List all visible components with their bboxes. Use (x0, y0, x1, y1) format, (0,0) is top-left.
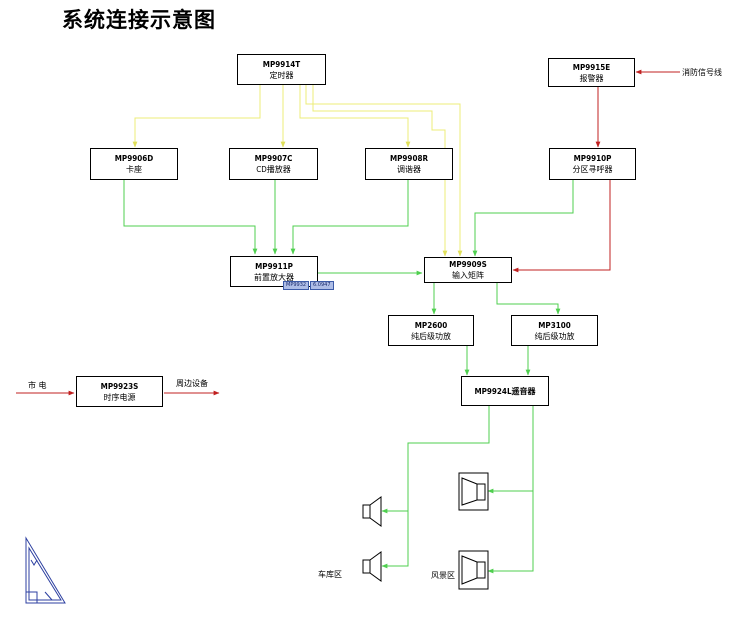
zone-pager-box: MP9910P 分区寻呼器 (549, 148, 636, 180)
input-matrix-box: MP9909S 输入矩阵 (424, 257, 512, 283)
card-deck-model: MP9906D (114, 154, 154, 163)
amp-mp3100-box: MP3100 纯后级功放 (511, 315, 598, 346)
mains-label: 市 电 (28, 381, 47, 390)
switcher-box: MP9924L遥音器 (461, 376, 549, 406)
diagram-title: 系统连接示意图 (62, 8, 216, 32)
card-deck-name: 卡座 (126, 165, 142, 174)
preamp-tag-right: 6.0947 (310, 281, 334, 290)
triangle-ucs-icon (25, 536, 66, 604)
garage-zone-label: 车库区 (318, 570, 342, 579)
sequencer-power-box: MP9923S 时序电源 (76, 376, 163, 407)
amp-mp3100-name: 纯后级功放 (534, 331, 575, 341)
timer-name: 定时器 (269, 70, 294, 80)
switcher-model: MP9924L遥音器 (474, 386, 536, 396)
fire-signal-label: 消防信号线 (682, 68, 722, 77)
preamp-name: 前置放大器 (254, 272, 294, 282)
speaker-icon (362, 496, 382, 527)
peripheral-label: 周边设备 (176, 379, 208, 388)
speaker-icon (458, 472, 489, 511)
zone-pager-model: MP9910P (573, 154, 612, 163)
cd-player-box: MP9907C CD播放器 (229, 148, 318, 180)
input-matrix-name: 输入矩阵 (452, 271, 484, 280)
timer-model: MP9914T (262, 59, 301, 69)
zone-pager-name: 分区寻呼器 (572, 165, 613, 174)
speaker-icon (362, 551, 382, 582)
alarm-box: MP9915E 报警器 (548, 58, 635, 87)
sequencer-power-name: 时序电源 (103, 392, 136, 402)
amp-mp2600-box: MP2600 纯后级功放 (388, 315, 474, 346)
timer-box: MP9914T 定时器 (237, 54, 326, 85)
preamp-model: MP9911P (255, 261, 293, 271)
amp-mp3100-model: MP3100 (538, 320, 571, 330)
cd-player-name: CD播放器 (256, 165, 291, 174)
card-deck-box: MP9906D 卡座 (90, 148, 178, 180)
cd-player-model: MP9907C (254, 154, 293, 163)
input-matrix-model: MP9909S (449, 260, 487, 269)
amp-mp2600-model: MP2600 (414, 320, 448, 330)
tuner-box: MP9908R 调谐器 (365, 148, 453, 180)
audio-signal-lines (123, 180, 574, 574)
alarm-model: MP9915E (572, 62, 611, 72)
preamp-tag-left: MP9932 (283, 281, 310, 290)
tuner-model: MP9908R (389, 154, 428, 163)
scenic-zone-label: 风景区 (431, 571, 455, 580)
alarm-signal-lines (16, 69, 680, 396)
sequencer-power-model: MP9923S (100, 381, 139, 391)
tuner-name: 调谐器 (397, 165, 421, 174)
alarm-name: 报警器 (579, 73, 604, 83)
amp-mp2600-name: 纯后级功放 (411, 331, 451, 341)
speaker-icon (458, 550, 489, 590)
